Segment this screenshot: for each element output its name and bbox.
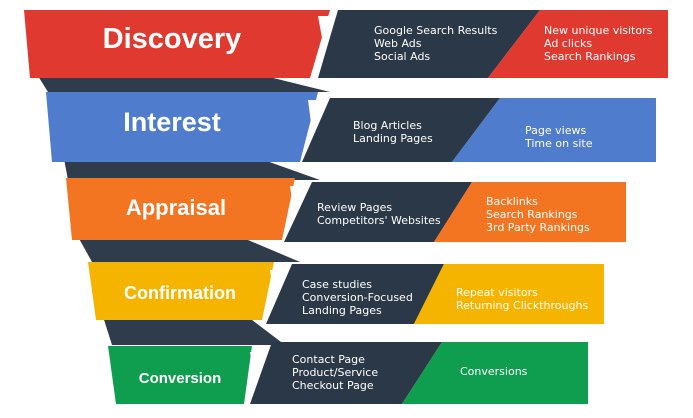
stage-interest-metrics: Page views Time on site <box>524 124 593 150</box>
stage-conversion-title: Conversion <box>139 370 222 387</box>
metric-item: Backlinks <box>486 195 538 208</box>
stage-appraisal-metrics-panel <box>434 182 626 242</box>
stage-discovery-metrics-panel <box>488 10 668 78</box>
stage-appraisal-channels: Review Pages Competitors' Websites <box>317 201 441 227</box>
stage-discovery-channels-panel <box>318 10 540 78</box>
stage-confirmation-channels: Case studies Conversion-Focused Landing … <box>302 278 416 317</box>
stage-confirmation-ribbon <box>88 262 274 320</box>
stage-discovery-metrics: New unique visitors Ad clicks Search Ran… <box>544 24 656 63</box>
stage-conversion-ribbon <box>108 346 252 404</box>
channel-item: Google Search Results <box>374 24 498 37</box>
metric-item: Repeat visitors <box>456 286 538 299</box>
stage-conversion: Conversion Contact Page Product/Service … <box>108 342 588 404</box>
channel-item: Product/Service <box>292 366 378 379</box>
metric-item: Returning Clickthroughs <box>456 299 588 312</box>
channel-item: Landing Pages <box>353 132 433 145</box>
stage-conversion-metrics-panel <box>402 342 588 404</box>
channel-item: Competitors' Websites <box>317 214 441 227</box>
metric-item: Page views <box>525 124 586 137</box>
channel-item: Conversion-Focused <box>302 291 413 304</box>
stage-appraisal-ribbon <box>66 178 295 240</box>
metric-item: Search Rankings <box>544 50 636 63</box>
stage-interest-metrics-panel <box>452 98 656 162</box>
channel-item: Landing Pages <box>302 304 382 317</box>
stage-interest: Interest Blog Articles Landing Pages Pag… <box>46 92 656 162</box>
channel-item: Contact Page <box>292 353 365 366</box>
metric-item: Time on site <box>524 137 593 150</box>
channel-item: Review Pages <box>317 201 392 214</box>
stage-discovery: Discovery Google Search Results Web Ads … <box>24 10 668 78</box>
stage-appraisal: Appraisal Review Pages Competitors' Webs… <box>66 178 626 242</box>
stage-appraisal-title: Appraisal <box>126 195 226 220</box>
stage-appraisal-metrics: Backlinks Search Rankings 3rd Party Rank… <box>486 195 590 234</box>
stage-confirmation-metrics-panel <box>414 264 604 324</box>
metric-item: New unique visitors <box>544 24 653 37</box>
stage-interest-channels-panel <box>302 98 500 162</box>
stage-confirmation-metrics: Repeat visitors Returning Clickthroughs <box>456 286 588 312</box>
channel-item: Case studies <box>302 278 372 291</box>
stage-discovery-channels: Google Search Results Web Ads Social Ads <box>374 24 501 63</box>
channel-item: Blog Articles <box>353 119 422 132</box>
stage-confirmation-channels-panel <box>266 264 444 324</box>
metric-item: Ad clicks <box>544 37 592 50</box>
stage-discovery-title: Discovery <box>103 23 242 55</box>
stage-interest-channels: Blog Articles Landing Pages <box>353 119 433 145</box>
stage-conversion-channels-panel <box>250 342 442 404</box>
metric-item: Search Rankings <box>486 208 578 221</box>
stage-confirmation-title: Confirmation <box>124 283 236 303</box>
metric-item: Conversions <box>460 365 528 378</box>
metric-item: 3rd Party Rankings <box>486 221 590 234</box>
channel-item: Social Ads <box>374 50 430 63</box>
stage-interest-title: Interest <box>123 107 221 137</box>
stage-conversion-metrics: Conversions <box>460 365 528 378</box>
stage-confirmation: Confirmation Case studies Conversion-Foc… <box>88 262 604 324</box>
stage-conversion-channels: Contact Page Product/Service Checkout Pa… <box>292 353 382 392</box>
channel-item: Checkout Page <box>292 379 374 392</box>
channel-item: Web Ads <box>374 37 422 50</box>
stage-interest-ribbon <box>46 92 318 162</box>
stage-discovery-ribbon <box>24 10 330 78</box>
stage-appraisal-channels-panel <box>284 182 472 242</box>
stage-confirmation-fold <box>270 270 290 310</box>
